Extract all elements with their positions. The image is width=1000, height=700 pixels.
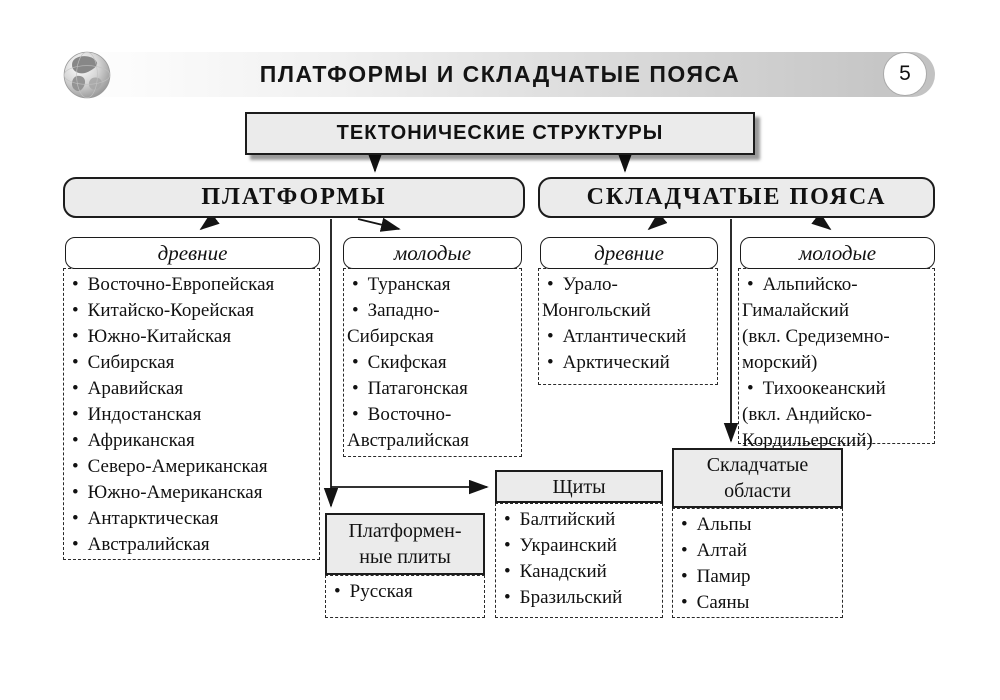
globe-icon (61, 49, 113, 106)
list-item: •Сибирская (72, 352, 175, 373)
bullet-icon: • (72, 352, 79, 373)
platform-plates-label: Платформен- ные плиты (348, 520, 462, 568)
list-fold-belts-young: •Альпийско- Гималайский (вкл. Средиземно… (738, 268, 935, 451)
list-item: •Северо-Американская (72, 456, 268, 477)
list-item: •Восточно- Австралийская (347, 404, 470, 451)
list-item: •Русская (334, 581, 413, 602)
bullet-icon: • (72, 534, 79, 555)
bullet-icon: • (72, 300, 79, 321)
list-item: •Бразильский (504, 587, 623, 608)
list-item: •Южно-Китайская (72, 326, 232, 347)
connector-foldbelts-young (811, 212, 832, 231)
list-item: •Туранская (352, 274, 451, 295)
bullet-icon: • (72, 326, 79, 347)
list-platform-plates: •Русская (325, 575, 485, 618)
connector-platforms-young (357, 217, 401, 232)
bullet-icon: • (72, 430, 79, 451)
page-number-badge: 5 (883, 52, 927, 96)
bullet-icon: • (547, 274, 554, 295)
bullet-icon: • (334, 581, 341, 602)
list-item: •Африканская (72, 430, 195, 451)
branch-box-fold-belts: СКЛАДЧАТЫЕ ПОЯСА (538, 177, 935, 218)
bullet-icon: • (504, 509, 511, 530)
bullet-icon: • (504, 587, 511, 608)
bullet-icon: • (352, 352, 359, 373)
root-box-label: ТЕКТОНИЧЕСКИЕ СТРУКТУРЫ (336, 122, 664, 144)
root-box-tectonic-structures: ТЕКТОНИЧЕСКИЕ СТРУКТУРЫ (245, 112, 755, 155)
bullet-icon: • (747, 274, 754, 295)
list-item: •Канадский (504, 561, 607, 582)
branch-box-platforms: ПЛАТФОРМЫ (63, 177, 525, 218)
label-fold-belts-young: молодые (740, 237, 935, 269)
bullet-icon: • (681, 514, 688, 535)
bullet-icon: • (352, 300, 359, 321)
list-item: •Атлантический (547, 326, 687, 347)
list-item: •Тихоокеанский (вкл. Андийско- Кордильер… (742, 378, 886, 451)
bullet-icon: • (547, 352, 554, 373)
fold-belts-label: СКЛАДЧАТЫЕ ПОЯСА (586, 184, 887, 210)
page-number: 5 (899, 62, 911, 85)
bullet-icon: • (72, 274, 79, 295)
shields-label: Щиты (552, 475, 606, 498)
bullet-icon: • (72, 404, 79, 425)
list-item: •Саяны (681, 592, 750, 613)
bullet-icon: • (681, 540, 688, 561)
label-platforms-young: молодые (343, 237, 522, 269)
label-fold-belts-ancient: древние (540, 237, 718, 269)
bullet-icon: • (681, 592, 688, 613)
bullet-icon: • (681, 566, 688, 587)
list-item: •Индостанская (72, 404, 202, 425)
bullet-icon: • (504, 561, 511, 582)
platform-plates-box: Платформен- ные плиты (325, 513, 485, 575)
bullet-icon: • (72, 378, 79, 399)
list-shields: •Балтийский •Украинский •Канадский •Браз… (495, 503, 663, 618)
bullet-icon: • (72, 482, 79, 503)
list-item: •Арктический (547, 352, 670, 373)
list-fold-regions: •Альпы •Алтай •Памир •Саяны (672, 508, 843, 618)
list-item: •Южно-Американская (72, 482, 263, 503)
bullet-icon: • (352, 378, 359, 399)
bullet-icon: • (747, 378, 754, 399)
label-platforms-ancient: древние (65, 237, 320, 269)
fold-regions-label: Складчатые области (706, 454, 809, 502)
list-item: •Антарктическая (72, 508, 219, 529)
list-item: •Скифская (352, 352, 447, 373)
label-text: молодые (798, 240, 877, 265)
bullet-icon: • (547, 326, 554, 347)
list-platforms-ancient: •Восточно-Европейская •Китайско-Корейска… (63, 268, 320, 560)
bullet-icon: • (72, 456, 79, 477)
fold-regions-box: Складчатые области (672, 448, 843, 508)
label-text: молодые (393, 240, 472, 265)
connector-foldbelts-ancient (647, 211, 668, 231)
list-item: •Западно- Сибирская (347, 300, 440, 347)
list-item: •Балтийский (504, 509, 616, 530)
header-bar: ПЛАТФОРМЫ И СКЛАДЧАТЫЕ ПОЯСА (65, 52, 935, 97)
bullet-icon: • (504, 535, 511, 556)
list-item: •Австралийская (72, 534, 210, 555)
page-title: ПЛАТФОРМЫ И СКЛАДЧАТЫЕ ПОЯСА (259, 61, 741, 87)
shields-box: Щиты (495, 470, 663, 503)
list-item: •Алтай (681, 540, 747, 561)
list-item: •Альпийско- Гималайский (вкл. Средиземно… (742, 274, 890, 373)
platforms-label: ПЛАТФОРМЫ (201, 184, 387, 210)
list-item: •Украинский (504, 535, 617, 556)
list-item: •Аравийская (72, 378, 184, 399)
connector-platforms-ancient (199, 212, 220, 231)
label-text: древние (594, 240, 664, 265)
list-item: •Памир (681, 566, 751, 587)
list-platforms-young: •Туранская •Западно- Сибирская •Скифская… (343, 268, 522, 457)
list-item: •Альпы (681, 514, 752, 535)
bullet-icon: • (352, 274, 359, 295)
bullet-icon: • (72, 508, 79, 529)
list-fold-belts-ancient: •Урало- Монгольский •Атлантический •Аркт… (538, 268, 718, 385)
label-text: древние (157, 240, 228, 265)
list-item: •Урало- Монгольский (542, 274, 651, 321)
list-item: •Патагонская (352, 378, 468, 399)
list-item: •Китайско-Корейская (72, 300, 255, 321)
bullet-icon: • (352, 404, 359, 425)
list-item: •Восточно-Европейская (72, 274, 275, 295)
